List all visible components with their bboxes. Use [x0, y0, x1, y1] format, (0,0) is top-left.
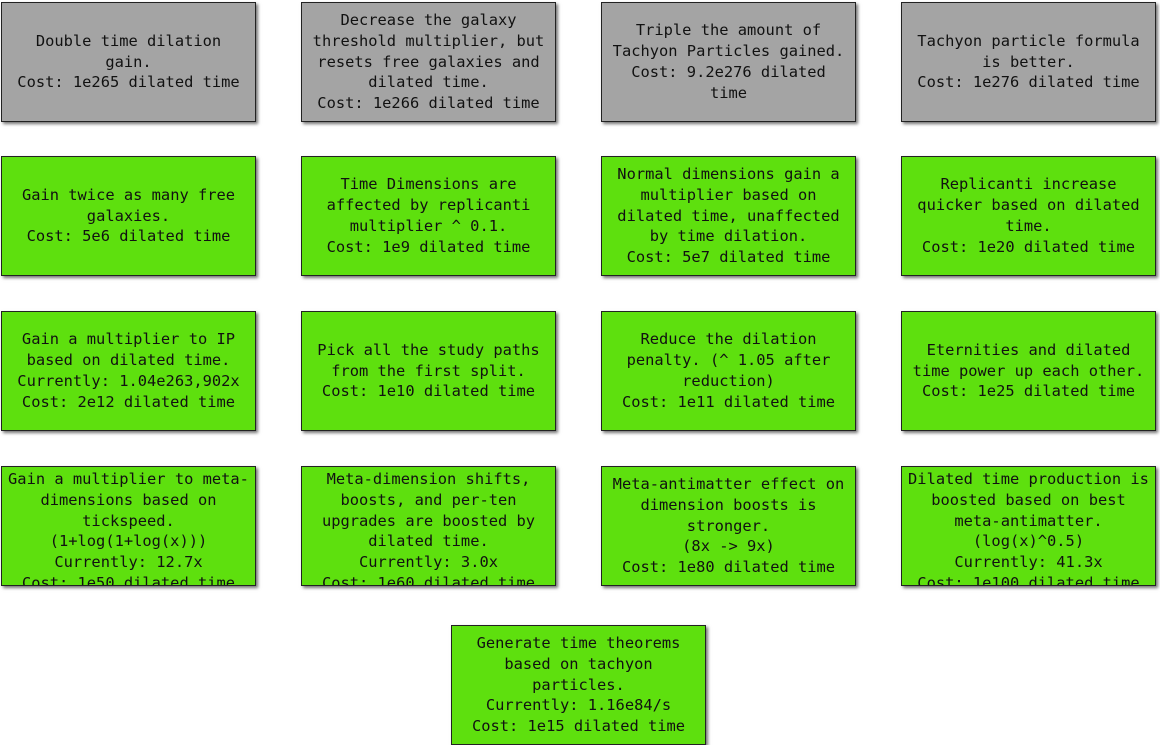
upgrade-text: Pick all the study paths from the first …: [317, 340, 540, 401]
upgrade-double-dilation-gain[interactable]: Double time dilation gain. Cost: 1e265 d…: [1, 2, 256, 122]
upgrade-tachyon-formula[interactable]: Tachyon particle formula is better. Cost…: [901, 2, 1156, 122]
upgrade-meta-dim-shifts[interactable]: Meta-dimension shifts, boosts, and per-t…: [301, 466, 556, 586]
upgrade-text: Replicanti increase quicker based on dil…: [917, 175, 1140, 256]
upgrade-free-galaxies[interactable]: Gain twice as many free galaxies. Cost: …: [1, 156, 256, 276]
upgrade-text: Generate time theorems based on tachyon …: [471, 634, 686, 736]
upgrade-text: Time Dimensions are affected by replican…: [326, 175, 531, 256]
upgrade-text: Tachyon particle formula is better. Cost…: [917, 31, 1140, 92]
upgrade-dilation-penalty[interactable]: Reduce the dilation penalty. (^ 1.05 aft…: [601, 311, 856, 431]
upgrade-text: Dilated time production is boosted based…: [908, 470, 1149, 586]
upgrade-normal-dims-mult[interactable]: Normal dimensions gain a multiplier base…: [601, 156, 856, 276]
upgrade-text: Eternities and dilated time power up eac…: [912, 340, 1145, 401]
upgrade-text: Triple the amount of Tachyon Particles g…: [612, 21, 845, 102]
upgrade-text: Meta-antimatter effect on dimension boos…: [612, 475, 845, 577]
upgrade-replicanti-speed[interactable]: Replicanti increase quicker based on dil…: [901, 156, 1156, 276]
upgrade-dilated-time-production[interactable]: Dilated time production is boosted based…: [901, 466, 1156, 586]
upgrade-galaxy-threshold[interactable]: Decrease the galaxy threshold multiplier…: [301, 2, 556, 122]
upgrade-ip-multiplier[interactable]: Gain a multiplier to IP based on dilated…: [1, 311, 256, 431]
upgrade-text: Gain a multiplier to meta- dimensions ba…: [8, 470, 249, 586]
upgrade-text: Gain a multiplier to IP based on dilated…: [17, 330, 240, 411]
upgrade-meta-dims-tickspeed[interactable]: Gain a multiplier to meta- dimensions ba…: [1, 466, 256, 586]
upgrade-time-dims-replicanti[interactable]: Time Dimensions are affected by replican…: [301, 156, 556, 276]
upgrade-triple-tachyon[interactable]: Triple the amount of Tachyon Particles g…: [601, 2, 856, 122]
upgrade-time-theorem-generation[interactable]: Generate time theorems based on tachyon …: [451, 625, 706, 745]
upgrade-eternities-power[interactable]: Eternities and dilated time power up eac…: [901, 311, 1156, 431]
upgrade-text: Double time dilation gain. Cost: 1e265 d…: [17, 31, 240, 92]
upgrade-text: Meta-dimension shifts, boosts, and per-t…: [321, 470, 536, 586]
upgrade-text: Decrease the galaxy threshold multiplier…: [312, 11, 545, 113]
upgrade-study-paths[interactable]: Pick all the study paths from the first …: [301, 311, 556, 431]
upgrade-meta-antimatter-effect[interactable]: Meta-antimatter effect on dimension boos…: [601, 466, 856, 586]
upgrade-text: Normal dimensions gain a multiplier base…: [617, 165, 840, 267]
upgrade-text: Gain twice as many free galaxies. Cost: …: [21, 185, 236, 246]
upgrade-text: Reduce the dilation penalty. (^ 1.05 aft…: [621, 330, 836, 411]
